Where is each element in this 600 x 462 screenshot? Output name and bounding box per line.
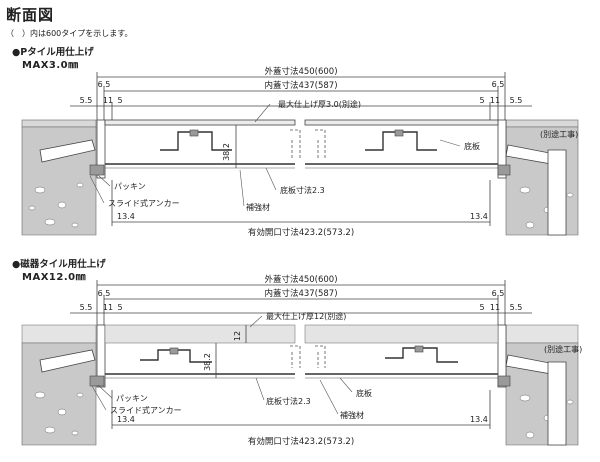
dim-left-5-5-2: 5.5 [80,303,93,312]
dim-right-11-2: 11 [490,303,500,312]
dim-left-11-2: 11 [103,303,113,312]
anchor-left [39,139,96,163]
dim-outer-lid-2: 外蓋寸法450(600) [264,274,337,285]
label-separate-work: (別途工事) [540,129,578,139]
label-plate-thickness: 底板寸法2.3 [280,185,325,195]
separate-work-block [547,149,567,236]
dim-right-11: 11 [490,96,500,105]
label-plate-thickness-2: 底板寸法2.3 [266,396,311,406]
dim-left-13-4: 13.4 [117,212,135,221]
dim-left-5-2: 5 [117,303,122,312]
label-slide-anchor: スライド式アンカー [108,198,180,208]
section-title-p-tile: ●Pタイル用仕上げ [12,47,94,58]
anchor-left-2 [39,349,96,373]
frame-right-2 [497,324,507,388]
label-reinforcement-2: 補強材 [340,410,364,420]
label-packing-2: パッキン [116,394,148,403]
dim-outer-lid: 外蓋寸法450(600) [264,66,337,77]
separate-work-block-2 [547,361,567,446]
dim-right-6-5: 6.5 [492,80,505,89]
page-title: 断面図 [6,6,55,24]
section-1-drawing: 外蓋寸法450(600) 内蓋寸法437(587) 6.5 6.5 5.5 11… [21,66,579,238]
label-bottom-plate-2: 底板 [356,388,372,398]
dim-right-5-5-2: 5.5 [510,303,523,312]
dim-right-5-5: 5.5 [510,96,523,105]
label-max-finish: 最大仕上げ厚3.0(別途) [278,99,361,109]
slab-right [505,126,579,236]
dim-effective-opening-2: 有効開口寸法423.2(573.2) [248,436,354,447]
lid-tile-left [104,324,296,344]
dim-inner-lid-2: 内蓋寸法437(587) [264,288,337,299]
section-subtitle-porcelain-tile: MAX12.0㎜ [22,272,87,283]
lid-finish-left [104,119,296,126]
dim-inner-lid: 内蓋寸法437(587) [264,80,337,91]
dim-height-38-2-2: 38.2 [203,353,212,371]
frame-left-2 [96,324,106,388]
label-slide-anchor-2: スライド式アンカー [110,405,182,415]
dim-right-13-4: 13.4 [470,212,488,221]
dim-left-6-5-2: 6.5 [98,289,111,298]
section-2-drawing: 外蓋寸法450(600) 内蓋寸法437(587) 6.5 6.5 5.5 11… [21,274,582,447]
dim-left-13-4-2: 13.4 [117,415,135,424]
label-packing: パッキン [114,182,146,191]
frame-right [497,119,507,179]
dim-left-5-5: 5.5 [80,96,93,105]
dim-left-5: 5 [117,96,122,105]
label-separate-work-2: (別途工事) [544,344,582,354]
tile-layer-right [505,324,579,344]
dim-tile-12: 12 [233,331,242,341]
tile-layer-left [21,324,97,344]
section-title-porcelain-tile: ●磁器タイル用仕上げ [12,259,106,270]
aggregate-marks-2 [34,391,574,439]
dim-left-11: 11 [103,96,113,105]
label-reinforcement: 補強材 [246,202,270,212]
dim-left-6-5: 6.5 [98,80,111,89]
floor-finish-left [21,119,97,128]
section-subtitle-p-tile: MAX3.0㎜ [22,60,79,71]
lid-tile-right [304,324,499,344]
label-max-finish-2: 最大仕上げ厚12(別途) [266,311,346,321]
dim-right-13-4-2: 13.4 [470,415,488,424]
lid-finish-right [304,119,499,126]
dim-right-6-5-2: 6.5 [492,289,505,298]
dim-height-38-2: 38.2 [222,143,231,161]
dim-right-5: 5 [479,96,484,105]
dim-right-5-2: 5 [479,303,484,312]
dim-effective-opening: 有効開口寸法423.2(573.2) [248,227,354,238]
floor-finish-right [505,119,579,128]
slab-left-2 [21,342,97,446]
label-bottom-plate: 底板 [464,141,480,151]
header-note: （ ）内は600タイプを示します。 [6,29,133,38]
